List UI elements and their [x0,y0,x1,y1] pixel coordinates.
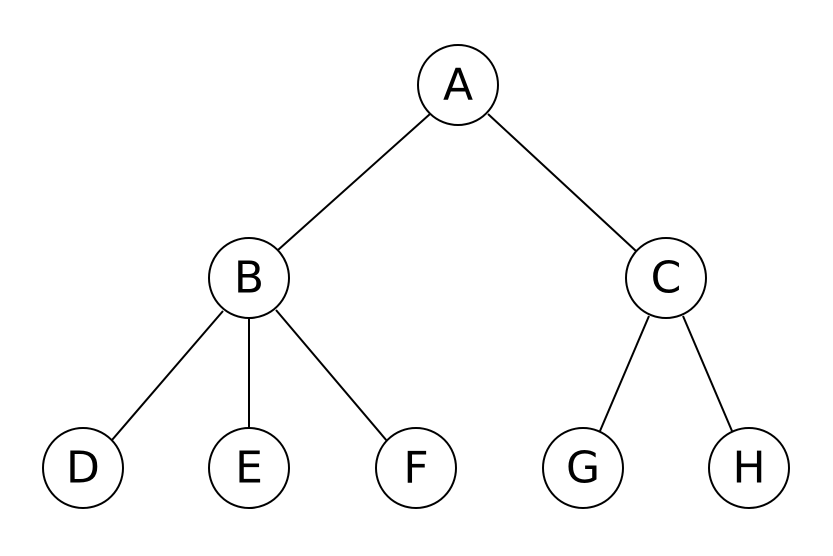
node-b: B [208,237,290,319]
node-h-circle [708,427,790,509]
node-e-circle [208,427,290,509]
node-f-circle [375,427,457,509]
node-e-label: E [235,443,263,494]
edge-c-g [599,315,650,432]
edge-a-b [277,113,431,251]
node-b-circle [208,237,290,319]
tree-edges [111,113,733,442]
node-d-label: D [66,443,100,494]
edge-c-h [682,315,733,432]
node-g: G [542,427,624,509]
node-b-label: B [234,253,264,304]
node-e: E [208,427,290,509]
node-f: F [375,427,457,509]
node-c-circle [625,237,707,319]
node-g-circle [542,427,624,509]
node-g-label: G [566,443,600,494]
node-a: A [417,44,499,126]
node-a-circle [417,44,499,126]
tree-nodes: A B C D E F G H [42,44,790,509]
node-h-label: H [732,443,765,494]
node-c-label: C [651,253,682,304]
edge-a-c [487,113,637,252]
node-d: D [42,427,124,509]
node-f-label: F [403,443,428,494]
node-d-circle [42,427,124,509]
node-h: H [708,427,790,509]
edge-b-d [111,310,224,441]
node-a-label: A [443,60,473,111]
node-c: C [625,237,707,319]
edge-b-f [275,309,388,442]
